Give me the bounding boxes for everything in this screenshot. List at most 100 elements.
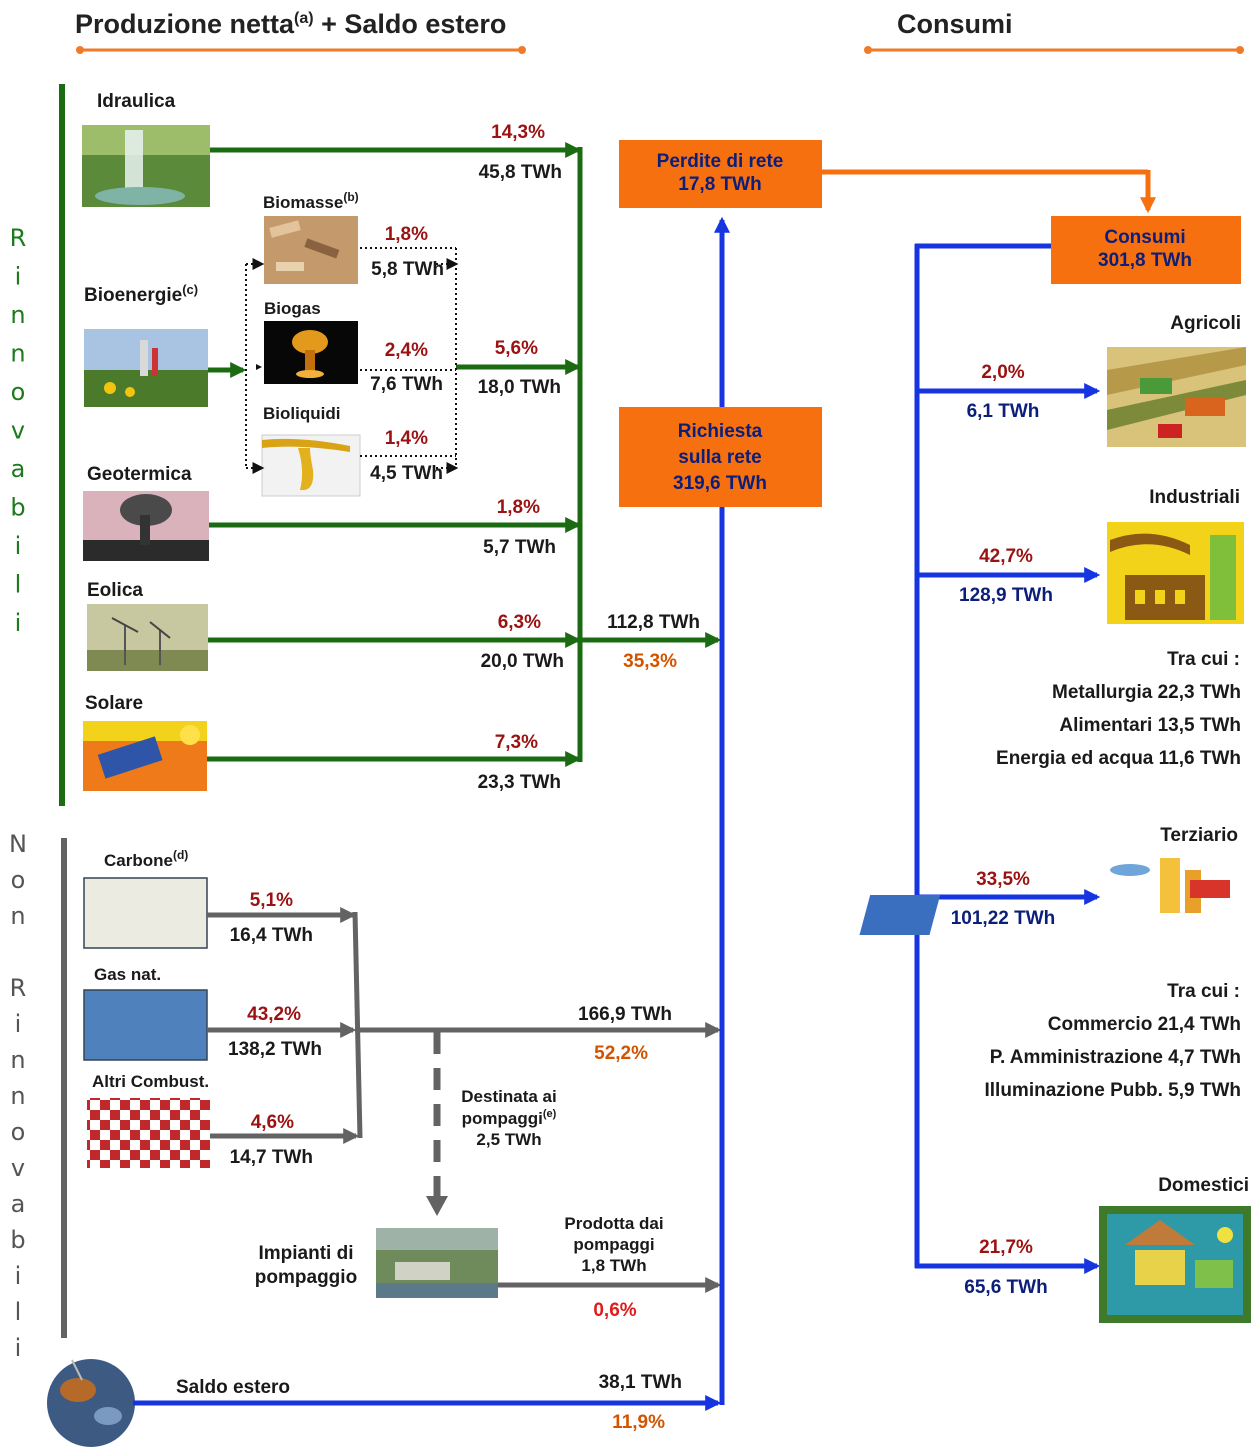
- side-letter: i: [15, 1010, 22, 1038]
- carbone-swatch: [83, 877, 208, 949]
- detail-line: Illuminazione Pubb. 5,9 TWh: [984, 1080, 1241, 1101]
- globe-icon: [47, 1359, 135, 1447]
- renewable-total-pct: 35,3%: [623, 651, 677, 672]
- altri-label: Altri Combust.: [92, 1072, 209, 1091]
- industriali-pct: 42,7%: [979, 546, 1033, 567]
- solare-twh: 23,3 TWh: [478, 772, 561, 793]
- svg-text:Tra cui :: Tra cui :: [1167, 981, 1240, 1002]
- saldo-twh: 38,1 TWh: [599, 1372, 682, 1393]
- bioliquidi-image: [261, 434, 361, 497]
- biomasse-label: Biomasse(b): [263, 190, 359, 212]
- detail-line: Energia ed acqua 11,6 TWh: [996, 748, 1241, 769]
- side-letter: n: [10, 1082, 25, 1110]
- biogas-pct: 2,4%: [385, 340, 428, 361]
- pompaggi-dest-l1: Destinata ai: [461, 1087, 556, 1106]
- side-letter: i: [15, 263, 22, 291]
- domestici-image: [1099, 1206, 1251, 1323]
- idraulica-image: [82, 125, 210, 207]
- carbone-pct: 5,1%: [250, 890, 293, 911]
- impianti-l1: Impianti di: [259, 1243, 354, 1264]
- gas-swatch: [83, 989, 208, 1061]
- side-letter: n: [10, 902, 25, 930]
- industriali-image: [1107, 522, 1244, 624]
- eolica-label: Eolica: [87, 580, 143, 601]
- prodotta-twh: 1,8 TWh: [581, 1256, 646, 1275]
- svg-text:Richiesta: Richiesta: [678, 421, 763, 442]
- side-letter: o: [11, 1118, 26, 1146]
- header-consumi: Consumi: [897, 9, 1013, 39]
- side-letter: N: [9, 830, 27, 858]
- terziario-pct: 33,5%: [976, 869, 1030, 890]
- gas-label: Gas nat.: [94, 965, 161, 984]
- geotermica-twh: 5,7 TWh: [483, 537, 556, 558]
- idraulica-label: Idraulica: [97, 91, 176, 112]
- svg-text:17,8 TWh: 17,8 TWh: [678, 174, 761, 195]
- side-letter: v: [11, 1154, 25, 1182]
- detail-line: Commercio 21,4 TWh: [1048, 1014, 1241, 1035]
- solare-pct: 7,3%: [495, 732, 538, 753]
- terziario-details: Tra cui : Commercio 21,4 TWh P. Amministr…: [984, 981, 1241, 1101]
- biomasse-image: [264, 216, 358, 284]
- side-letter: a: [11, 1190, 26, 1218]
- renewable-total-twh: 112,8 TWh: [607, 612, 700, 633]
- bioliquidi-pct: 1,4%: [385, 428, 428, 449]
- altri-swatch: [87, 1098, 210, 1168]
- bioenergie-image: [84, 329, 208, 407]
- agricoli-pct: 2,0%: [981, 362, 1024, 383]
- side-letter: o: [11, 378, 26, 406]
- side-letter: i: [15, 532, 22, 560]
- consumi-box: Consumi 301,8 TWh: [1051, 216, 1241, 284]
- terziario-label: Terziario: [1160, 825, 1238, 846]
- terziario-twh: 101,22 TWh: [951, 908, 1056, 929]
- side-letter: i: [15, 1334, 22, 1362]
- industriali-label: Industriali: [1149, 487, 1240, 508]
- svg-text:319,6 TWh: 319,6 TWh: [673, 473, 767, 494]
- richiesta-box: Richiesta sulla rete 319,6 TWh: [619, 407, 822, 507]
- side-letter: n: [10, 301, 25, 329]
- solare-label: Solare: [85, 693, 143, 714]
- agricoli-image: [1107, 347, 1246, 447]
- pompaggio-image: [376, 1228, 498, 1298]
- gas-pct: 43,2%: [247, 1004, 301, 1025]
- biogas-label: Biogas: [264, 299, 321, 318]
- industriali-twh: 128,9 TWh: [959, 585, 1053, 606]
- bio-splitter: [245, 247, 459, 474]
- terziario-image: [859, 854, 1242, 948]
- side-letter: n: [10, 1046, 25, 1074]
- bioliquidi-twh: 4,5 TWh: [370, 463, 443, 484]
- agricoli-twh: 6,1 TWh: [967, 401, 1040, 422]
- idraulica-twh: 45,8 TWh: [479, 162, 562, 183]
- side-letter: a: [11, 455, 26, 483]
- geotermica-label: Geotermica: [87, 464, 192, 485]
- svg-text:Consumi: Consumi: [1104, 227, 1185, 248]
- domestici-pct: 21,7%: [979, 1237, 1033, 1258]
- geotermica-pct: 1,8%: [497, 497, 540, 518]
- domestici-twh: 65,6 TWh: [964, 1277, 1047, 1298]
- detail-line: Alimentari 13,5 TWh: [1059, 715, 1241, 736]
- saldo-pct: 11,9%: [612, 1412, 665, 1433]
- biogas-image: [264, 321, 358, 384]
- eolica-image: [87, 604, 208, 671]
- agricoli-label: Agricoli: [1170, 313, 1241, 334]
- solare-image: [83, 721, 207, 791]
- svg-text:301,8 TWh: 301,8 TWh: [1098, 250, 1192, 271]
- side-letter: o: [11, 866, 26, 894]
- altri-twh: 14,7 TWh: [230, 1147, 313, 1168]
- bioenergie-pct: 5,6%: [495, 338, 538, 359]
- perdite-box: Perdite di rete 17,8 TWh: [619, 140, 822, 208]
- saldo-label: Saldo estero: [176, 1377, 290, 1398]
- nonrenewable-total-twh: 166,9 TWh: [578, 1004, 672, 1025]
- prodotta-pct: 0,6%: [593, 1300, 636, 1321]
- detail-line: P. Amministrazione 4,7 TWh: [990, 1047, 1241, 1068]
- header-production: Produzione netta(a) + Saldo estero: [75, 9, 506, 39]
- svg-text:sulla rete: sulla rete: [678, 447, 761, 468]
- nonrenewable-total-pct: 52,2%: [594, 1043, 648, 1064]
- biogas-twh: 7,6 TWh: [370, 374, 443, 395]
- side-letter: b: [10, 1226, 25, 1254]
- detail-line: Metallurgia 22,3 TWh: [1052, 682, 1241, 703]
- side-letter: l: [15, 571, 22, 599]
- prodotta-l1: Prodotta dai: [564, 1214, 663, 1233]
